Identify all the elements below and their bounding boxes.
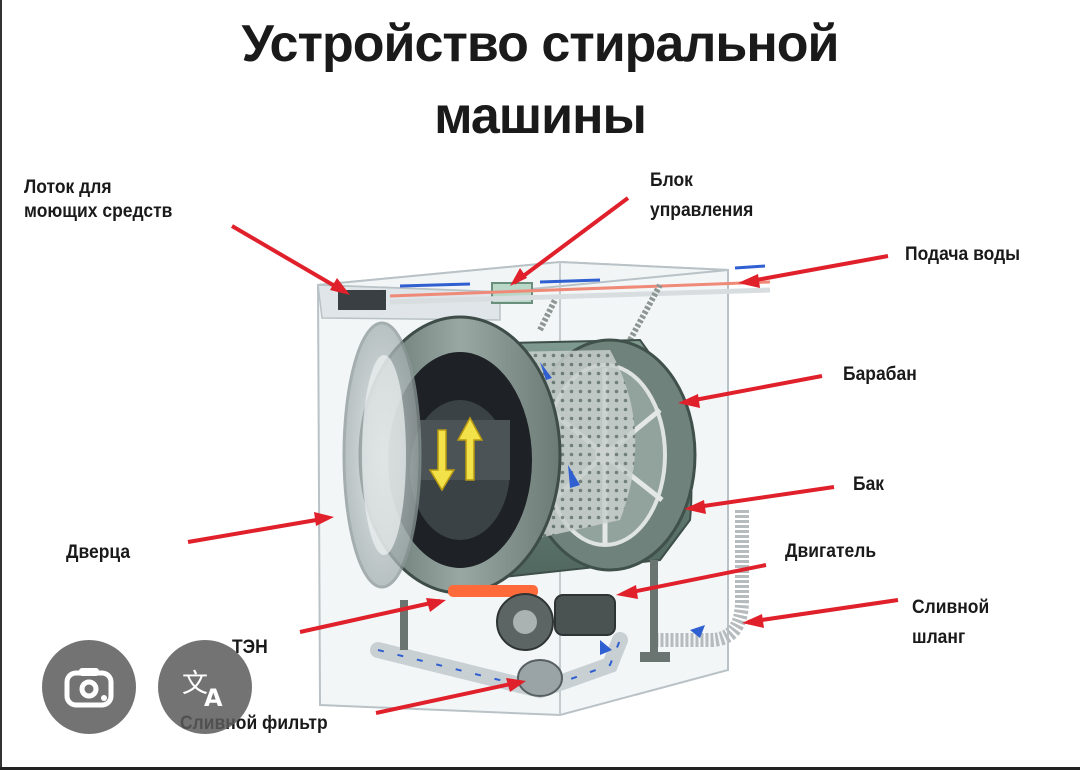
label-tank: Бак <box>853 474 885 495</box>
label-control-unit-line1: Блок <box>650 170 693 191</box>
label-detergent-tray: Лоток для моющих средств <box>24 176 172 224</box>
svg-text:文: 文 <box>182 669 208 699</box>
callout-arrows <box>187 196 899 715</box>
label-detergent-tray-line1: Лоток для <box>24 177 112 198</box>
water-flow-arrows <box>540 362 705 655</box>
suspension-spring <box>537 298 558 332</box>
label-motor: Двигатель <box>785 541 877 562</box>
label-water-supply: Подача воды <box>905 244 1021 265</box>
title-line-1: Устройство стиральной <box>241 15 839 73</box>
translate-button[interactable]: 文 A <box>158 640 252 734</box>
bottom-border <box>0 767 1080 770</box>
label-drain-hose: Сливной шланг <box>912 593 989 653</box>
drain-pipe <box>370 632 628 699</box>
motor <box>496 593 616 651</box>
left-border <box>0 0 2 770</box>
label-drain-hose-line1: Сливной <box>912 597 990 618</box>
label-door: Дверца <box>66 542 131 563</box>
label-control-unit: Блок управления <box>650 166 753 226</box>
label-drain-hose-line2: шланг <box>912 627 966 648</box>
rotation-arrows <box>428 416 484 492</box>
drain-hose <box>650 510 749 647</box>
lens-button[interactable] <box>42 640 136 734</box>
water-pipes-top <box>389 264 771 305</box>
heater <box>448 585 538 597</box>
svg-text:A: A <box>204 684 223 712</box>
label-drum: Барабан <box>843 364 917 385</box>
drain-filter <box>517 659 563 697</box>
lens-camera-icon <box>64 668 114 708</box>
label-detergent-tray-line2: моющих средств <box>24 201 173 222</box>
label-heater: ТЭН <box>232 637 268 658</box>
suspension-spring <box>627 283 663 342</box>
title-line-2: машины <box>434 87 647 145</box>
translate-icon: 文 A <box>182 669 223 712</box>
feet <box>400 560 670 662</box>
door <box>342 321 422 589</box>
callout-arrowheads <box>314 268 764 692</box>
label-control-unit-line2: управления <box>650 200 754 221</box>
